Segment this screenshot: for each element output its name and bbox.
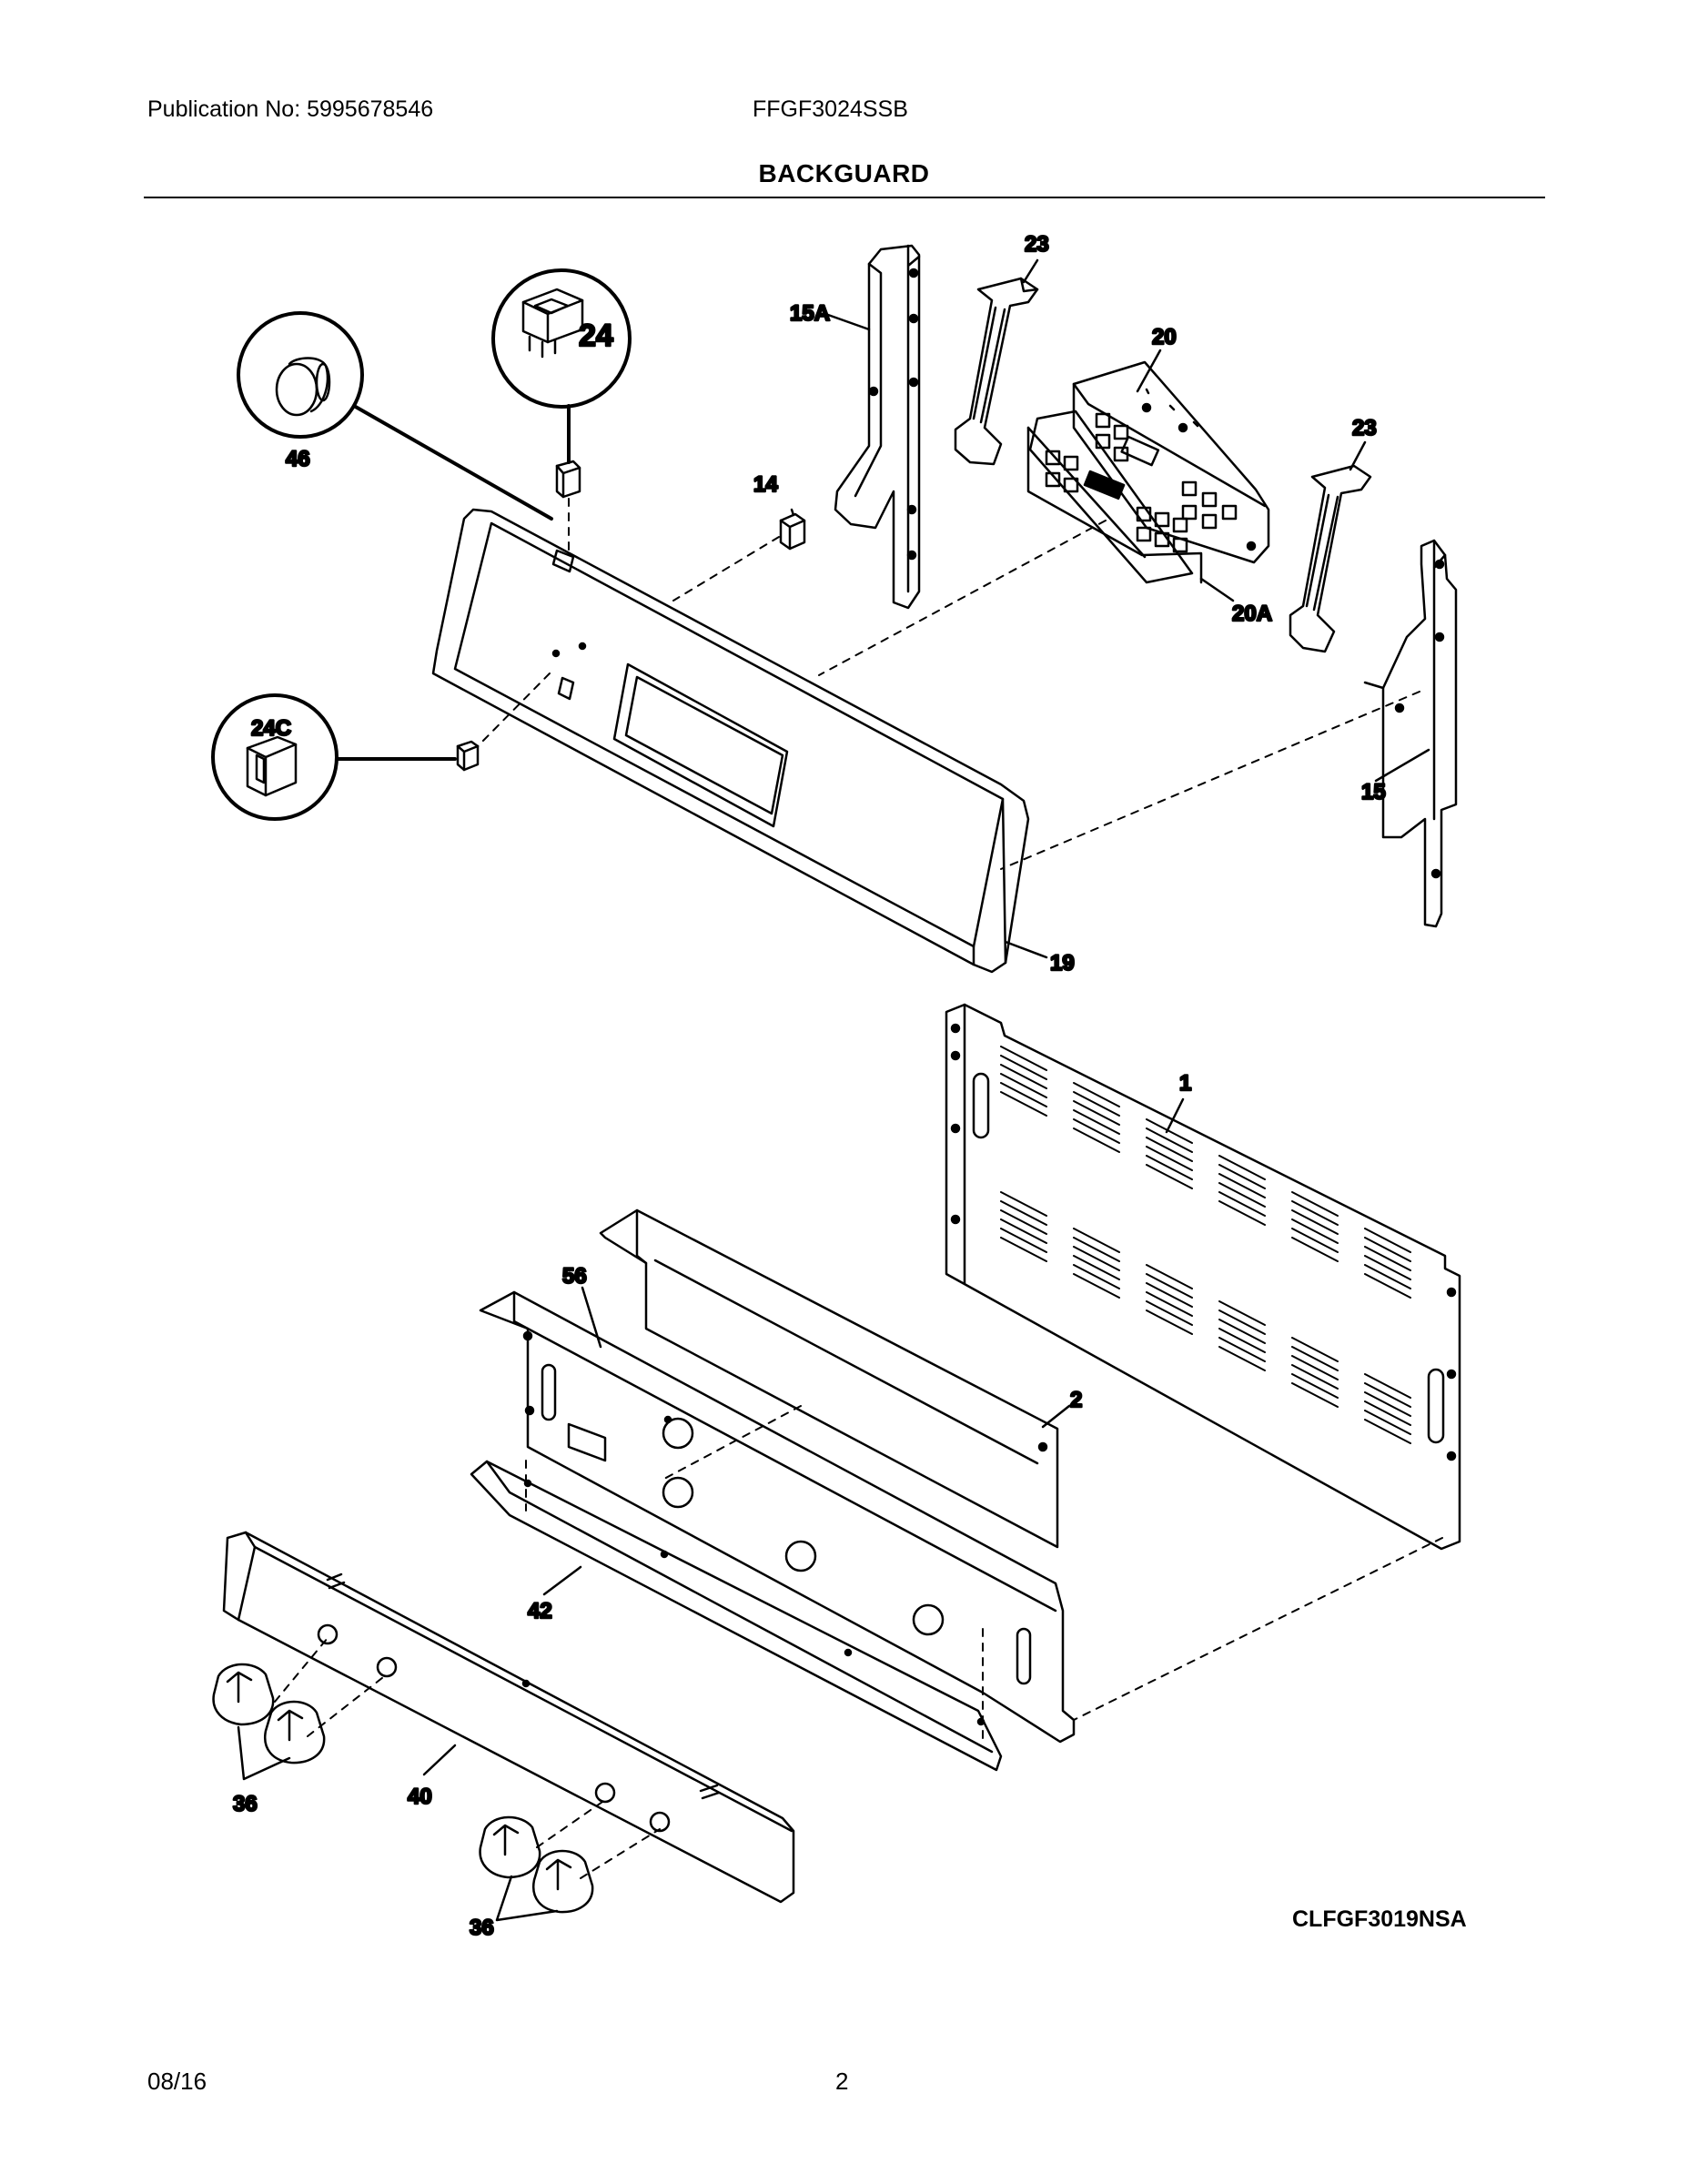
part-15-end-bracket[interactable] [1363, 539, 1458, 928]
model-number: FFGF3024SSB [753, 96, 908, 122]
part-40-knob-panel[interactable] [222, 1531, 795, 1904]
part-46-detail-circle[interactable] [237, 311, 364, 439]
callout-36-left: 36 [233, 1792, 258, 1816]
footer-date: 08/16 [147, 2068, 207, 2095]
callout-15a: 15A [790, 301, 830, 326]
title-rule [144, 197, 1545, 198]
callout-19: 19 [1050, 951, 1075, 976]
part-2-cover[interactable] [599, 1208, 1059, 1549]
publication-number: Publication No: 5995678546 [147, 96, 434, 122]
part-36-knobs-right[interactable] [479, 1815, 594, 1914]
part-20-control-board[interactable] [1072, 360, 1270, 564]
part-46-leader [352, 404, 553, 521]
alignment-lines [274, 498, 1443, 1879]
diagram-code: CLFGF3019NSA [1292, 1906, 1467, 1932]
part-24c-small[interactable] [456, 740, 480, 772]
part-42-trim-strip[interactable] [470, 1460, 1003, 1772]
page-title: BACKGUARD [758, 159, 930, 187]
callout-1: 1 [1179, 1071, 1191, 1096]
callout-23-upper: 23 [1025, 232, 1049, 257]
callout-46: 46 [286, 447, 310, 471]
part-24c-detail-circle[interactable] [211, 693, 339, 821]
part-14-switch[interactable] [779, 508, 806, 551]
rear-panel-louvers [1000, 1046, 1411, 1444]
part-23-lower-clip[interactable] [1289, 464, 1372, 653]
callout-2: 2 [1070, 1388, 1082, 1412]
callout-56: 56 [562, 1264, 587, 1289]
part-36-knobs-left[interactable] [212, 1663, 326, 1764]
callout-40: 40 [408, 1785, 432, 1809]
part-20a-overlay[interactable] [1026, 410, 1203, 584]
part-24-small[interactable] [555, 460, 581, 499]
callout-23-lower: 23 [1352, 416, 1377, 440]
part-24-detail-circle[interactable] [491, 268, 632, 409]
callout-42: 42 [528, 1599, 552, 1623]
part-19-control-panel[interactable] [431, 508, 1030, 974]
callout-24c: 24C [251, 716, 291, 741]
callout-15: 15 [1361, 780, 1386, 804]
part-1-rear-panel[interactable] [945, 1003, 1461, 1551]
callout-20a: 20A [1232, 602, 1272, 626]
part-15a-end-bracket[interactable] [834, 244, 921, 610]
callout-36-right: 36 [470, 1916, 494, 1940]
callout-14: 14 [753, 472, 778, 497]
leader-lines [237, 258, 1430, 1922]
part-23-upper-clip[interactable] [954, 277, 1039, 466]
callout-24: 24 [579, 318, 613, 353]
callout-20: 20 [1152, 325, 1177, 349]
part-56-manifold-panel[interactable] [479, 1290, 1076, 1744]
page-number: 2 [835, 2068, 849, 2095]
